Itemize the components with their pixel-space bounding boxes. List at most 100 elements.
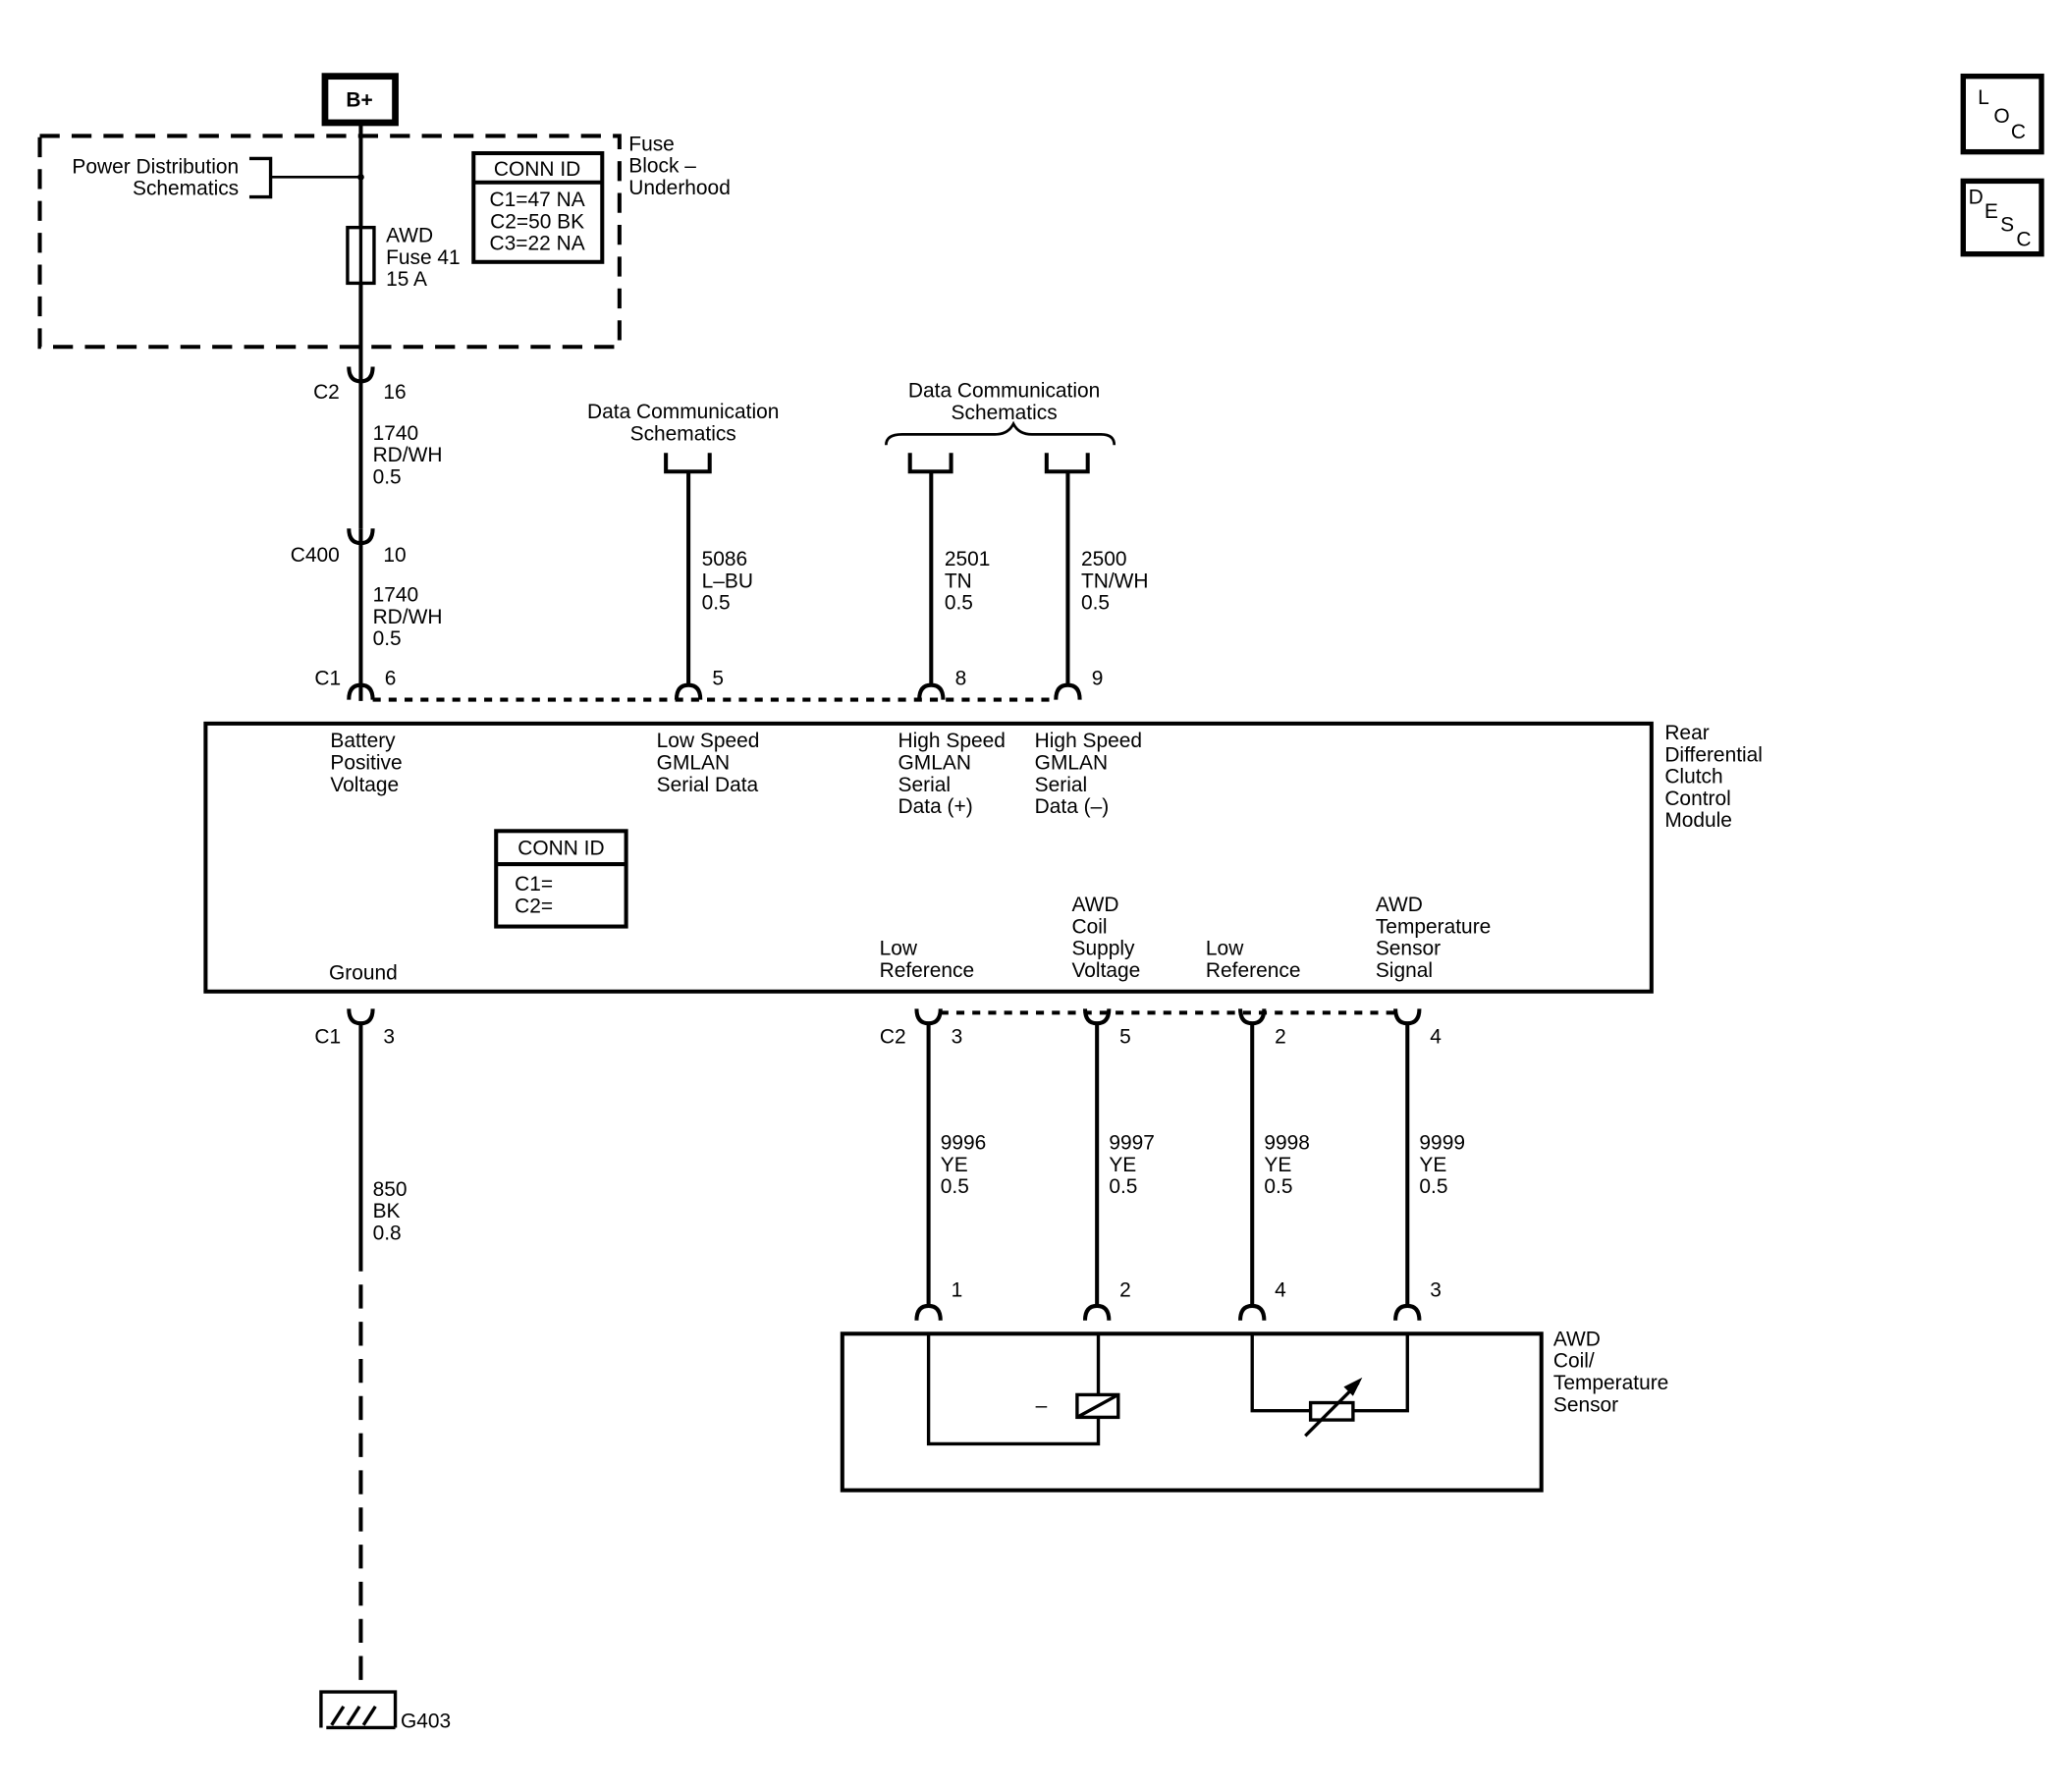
wire-2500-label-line-1: 2500 xyxy=(1081,548,1127,570)
connector-c2-pin-16 xyxy=(347,366,375,384)
thermistor-arrow-head xyxy=(1343,1377,1363,1396)
coil-circuit-wire xyxy=(926,1333,1101,1446)
wire-9999-label-line-3: 0.5 xyxy=(1419,1175,1447,1198)
module-c1-ground-pin-3 xyxy=(347,1008,375,1026)
wire-5086-label-line-1: 5086 xyxy=(702,548,748,570)
fuse-block-name-line-3: Underhood xyxy=(628,177,731,199)
power-distribution-schematics-link-line-1: Power Distribution xyxy=(72,155,239,178)
wire-9999-label-line-1: 9999 xyxy=(1419,1132,1465,1155)
fuse-block-name-line-1: Fuse xyxy=(628,133,675,155)
wire-1740-segment-1-line-2: RD/WH xyxy=(373,444,443,466)
module-c1-pin-5 xyxy=(674,682,703,700)
sensor-pin-2 xyxy=(1082,1303,1112,1321)
ground-g403-label: G403 xyxy=(401,1710,451,1732)
wire-9999-label-line-2: YE xyxy=(1419,1154,1446,1176)
module-c2-pin-4-function-line-4: Signal xyxy=(1376,959,1433,982)
battery-label: B+ xyxy=(346,89,372,112)
module-name-line-3: Clutch xyxy=(1664,766,1722,788)
wire-1740-segment-2-line-3: 0.5 xyxy=(373,627,402,650)
wire-5086-label-line-2: L–BU xyxy=(702,570,753,592)
module-c2-pin-4-function-line-3: Sensor xyxy=(1376,938,1441,960)
module-name-line-4: Control xyxy=(1664,787,1730,810)
ground-g403-symbol xyxy=(319,1690,398,1730)
desc-icon-letter-2: E xyxy=(1985,200,1998,223)
module-pin-6-function-line-3: Voltage xyxy=(330,774,399,796)
module-pin-9-function-line-2: GMLAN xyxy=(1035,751,1108,774)
wire-5086-label-line-3: 0.5 xyxy=(702,592,731,615)
fuse-block-conn-id-line-3: C3=22 NA xyxy=(490,233,585,255)
sensor-name-line-2: Coil/ xyxy=(1553,1350,1595,1373)
module-name-line-2: Differential xyxy=(1664,743,1763,766)
power-distribution-schematics-link-line-2: Schematics xyxy=(133,178,239,200)
module-c2-pin-3-function-line-1: Low xyxy=(880,938,918,960)
fuse-block-conn-id-title: CONN ID xyxy=(494,158,580,181)
module-c1-label: C1 xyxy=(314,668,341,690)
wire-9996-label-line-2: YE xyxy=(941,1154,968,1176)
fuse-block-conn-id-line-1: C1=47 NA xyxy=(490,189,585,211)
module-c1-pin-8-number: 8 xyxy=(955,668,967,690)
module-c1-pin-6 xyxy=(347,682,375,700)
wire-9996-label-line-3: 0.5 xyxy=(941,1175,969,1198)
module-c2-pin-5-function-line-1: AWD xyxy=(1071,894,1118,916)
sensor-pin-1-number: 1 xyxy=(952,1278,963,1301)
high-speed-data-schematics-link-line-2: Schematics xyxy=(952,402,1058,424)
connector-c2-pin-16-label: 16 xyxy=(383,381,406,404)
coil-slash xyxy=(1076,1392,1119,1419)
wire-9997-label-line-2: YE xyxy=(1109,1154,1136,1176)
module-conn-id-line-1: C1= xyxy=(515,873,553,896)
wire-850-label-line-1: 850 xyxy=(373,1178,408,1201)
module-pin-6-function-line-1: Battery xyxy=(330,730,396,752)
fuse-block-conn-id-line-2: C2=50 BK xyxy=(490,210,584,233)
module-c2-pin-3 xyxy=(914,1008,943,1026)
connector-c400-pin-10 xyxy=(347,528,375,546)
module-pin-8-function-line-3: Serial xyxy=(898,774,952,796)
high-speed-plus-harness-end xyxy=(907,453,953,474)
module-ground-function-line-1: Ground xyxy=(329,962,398,985)
fuse-block-outline xyxy=(37,134,622,350)
fuse-block-name-line-2: Block – xyxy=(628,155,696,178)
awd-fuse-41-label-line-1: AWD xyxy=(386,225,433,247)
module-pin-5-function-line-1: Low Speed xyxy=(657,730,760,752)
module-pin-6-function-line-2: Positive xyxy=(330,751,402,774)
connector-c400-label: C400 xyxy=(291,544,340,567)
module-pin-9-function-line-3: Serial xyxy=(1035,774,1088,796)
module-pin-9-function-line-1: High Speed xyxy=(1035,730,1142,752)
module-conn-id-title: CONN ID xyxy=(517,838,604,860)
module-pin-8-function-line-1: High Speed xyxy=(898,730,1006,752)
sensor-pin-3 xyxy=(1393,1303,1422,1321)
low-speed-data-harness-end xyxy=(664,453,712,474)
module-c2-pin-4-function-line-1: AWD xyxy=(1376,894,1423,916)
module-c2-pin-2-function-line-2: Reference xyxy=(1206,959,1301,982)
desc-icon-letter-1: D xyxy=(1969,186,1984,208)
wire-850-label-line-2: BK xyxy=(373,1200,401,1222)
module-pin-5-function-line-3: Serial Data xyxy=(657,774,759,796)
module-c1-pin-5-number: 5 xyxy=(712,668,724,690)
module-c2-pin-3-number: 3 xyxy=(952,1025,963,1048)
sensor-pin-4 xyxy=(1238,1303,1267,1321)
loc-icon[interactable] xyxy=(1960,73,2044,155)
module-pin-5-function-line-2: GMLAN xyxy=(657,751,730,774)
sensor-name-line-4: Sensor xyxy=(1553,1393,1618,1416)
module-name-line-1: Rear xyxy=(1664,722,1709,744)
module-c2-pin-4-number: 4 xyxy=(1430,1025,1442,1048)
high-speed-minus-harness-end xyxy=(1044,453,1090,474)
module-c2-pin-5-function-line-2: Coil xyxy=(1071,915,1107,938)
module-pin-8-function-line-4: Data (+) xyxy=(898,795,973,818)
wire-1740-segment-2-line-2: RD/WH xyxy=(373,606,443,628)
wire-9997-label-line-1: 9997 xyxy=(1109,1132,1155,1155)
wire-9996-label-line-1: 9996 xyxy=(941,1132,987,1155)
desc-icon[interactable] xyxy=(1960,178,2044,257)
loc-icon-letter-2: O xyxy=(1993,105,2009,128)
wire-2500-label-line-2: TN/WH xyxy=(1081,570,1149,592)
sensor-name-line-1: AWD xyxy=(1553,1328,1601,1350)
module-conn-id-box xyxy=(494,829,628,929)
module-c2-pin-5-number: 5 xyxy=(1119,1025,1131,1048)
module-pin-8-function-line-2: GMLAN xyxy=(898,751,971,774)
wire-2501-label-line-1: 2501 xyxy=(945,548,991,570)
desc-icon-letter-4: C xyxy=(2016,229,2031,251)
wire-9998-label-line-1: 9998 xyxy=(1264,1132,1310,1155)
battery-source: B+ xyxy=(321,73,399,127)
connector-layer xyxy=(347,366,1422,1321)
connector-c400-pin-10-label: 10 xyxy=(383,544,406,567)
